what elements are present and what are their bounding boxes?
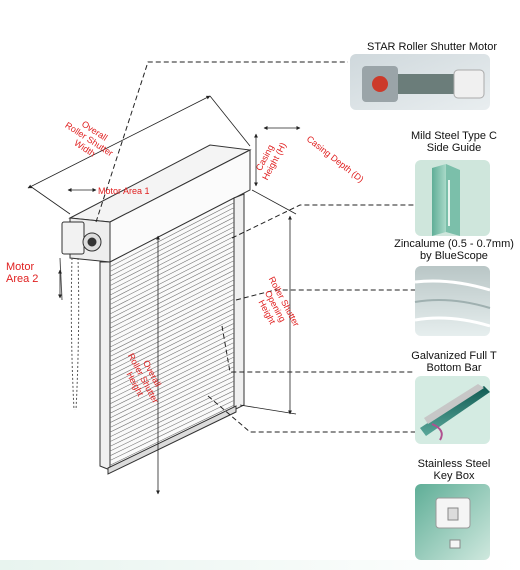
component-motor bbox=[350, 54, 490, 110]
leader-lines bbox=[95, 61, 415, 433]
motor-area-1-label: Motor Area 1 bbox=[98, 186, 150, 196]
overall-width-label: Overall Roller Shutter Width bbox=[58, 112, 123, 169]
shutter-illustration bbox=[59, 144, 252, 475]
shutter-slat bbox=[109, 395, 235, 457]
component-side-guide bbox=[415, 160, 490, 236]
shutter-slat bbox=[109, 308, 235, 371]
shutter-slat bbox=[109, 202, 235, 267]
shutter-slat bbox=[109, 323, 235, 386]
shutter-slat bbox=[109, 385, 235, 447]
shutter-slat bbox=[109, 289, 235, 353]
dimension-lines bbox=[27, 95, 301, 495]
component-title-zincalume: Zincalume (0.5 - 0.7mm) by BlueScope bbox=[394, 238, 514, 262]
shutter-slat bbox=[109, 347, 235, 409]
shutter-slat bbox=[109, 332, 235, 395]
pull-cord bbox=[70, 257, 75, 411]
shutter-slat bbox=[109, 404, 235, 466]
motor-area-2-label: Motor Area 2 bbox=[6, 261, 38, 285]
component-title-bottom-bar: Galvanized Full T Bottom Bar bbox=[411, 350, 497, 374]
shutter-slat bbox=[109, 371, 235, 433]
casing-depth-label: Casing Depth (D) bbox=[305, 134, 366, 185]
shutter-slat bbox=[109, 226, 235, 291]
shutter-slat bbox=[109, 366, 235, 428]
shutter-slats bbox=[109, 202, 235, 466]
component-key-box bbox=[415, 484, 490, 560]
component-title-motor: STAR Roller Shutter Motor bbox=[366, 41, 497, 53]
shutter-slat bbox=[109, 318, 235, 381]
component-bottom-bar bbox=[415, 376, 490, 444]
shutter-slat bbox=[109, 231, 235, 296]
motor-plate bbox=[61, 221, 85, 255]
shutter-slat bbox=[109, 327, 235, 390]
shutter-slat bbox=[109, 245, 235, 310]
side-guide-left bbox=[99, 261, 111, 471]
component-title-key-box: Stainless Steel Key Box bbox=[417, 458, 491, 482]
shutter-slat bbox=[109, 337, 235, 400]
component-zincalume bbox=[414, 266, 491, 336]
shutter-slat bbox=[109, 207, 235, 272]
shutter-slat bbox=[109, 303, 235, 367]
shutter-slat bbox=[109, 298, 235, 362]
shutter-slat bbox=[109, 260, 235, 324]
shutter-slat bbox=[109, 351, 235, 414]
shutter-slat bbox=[109, 376, 235, 438]
shutter-slat bbox=[109, 255, 235, 319]
shutter-slat bbox=[109, 250, 235, 315]
shutter-slat bbox=[109, 221, 235, 286]
shutter-slat bbox=[109, 356, 235, 419]
shutter-slat bbox=[109, 236, 235, 301]
shutter-slat bbox=[109, 212, 235, 277]
shutter-slat bbox=[109, 390, 235, 452]
shutter-slat bbox=[109, 380, 235, 442]
shutter-slat bbox=[109, 265, 235, 329]
bottom-bar bbox=[107, 405, 237, 475]
footer-strip bbox=[0, 560, 520, 570]
shutter-slat bbox=[109, 241, 235, 305]
shutter-slat bbox=[109, 279, 235, 343]
shutter-slat bbox=[109, 284, 235, 348]
opening-height-label: Roller Shutter Opening Height bbox=[249, 275, 303, 340]
component-title-side-guide: Mild Steel Type C Side Guide bbox=[410, 130, 497, 154]
shutter-slat bbox=[109, 274, 235, 338]
casing-height-label: Casing Height (H) bbox=[251, 136, 288, 182]
shutter-slat bbox=[109, 342, 235, 405]
shutter-slat bbox=[109, 270, 235, 334]
side-guide-right bbox=[233, 193, 245, 411]
shutter-slat bbox=[109, 400, 235, 461]
shutter-slat bbox=[109, 217, 235, 282]
shutter-slat bbox=[109, 294, 235, 357]
shutter-slat bbox=[109, 313, 235, 376]
shutter-slat bbox=[109, 361, 235, 423]
